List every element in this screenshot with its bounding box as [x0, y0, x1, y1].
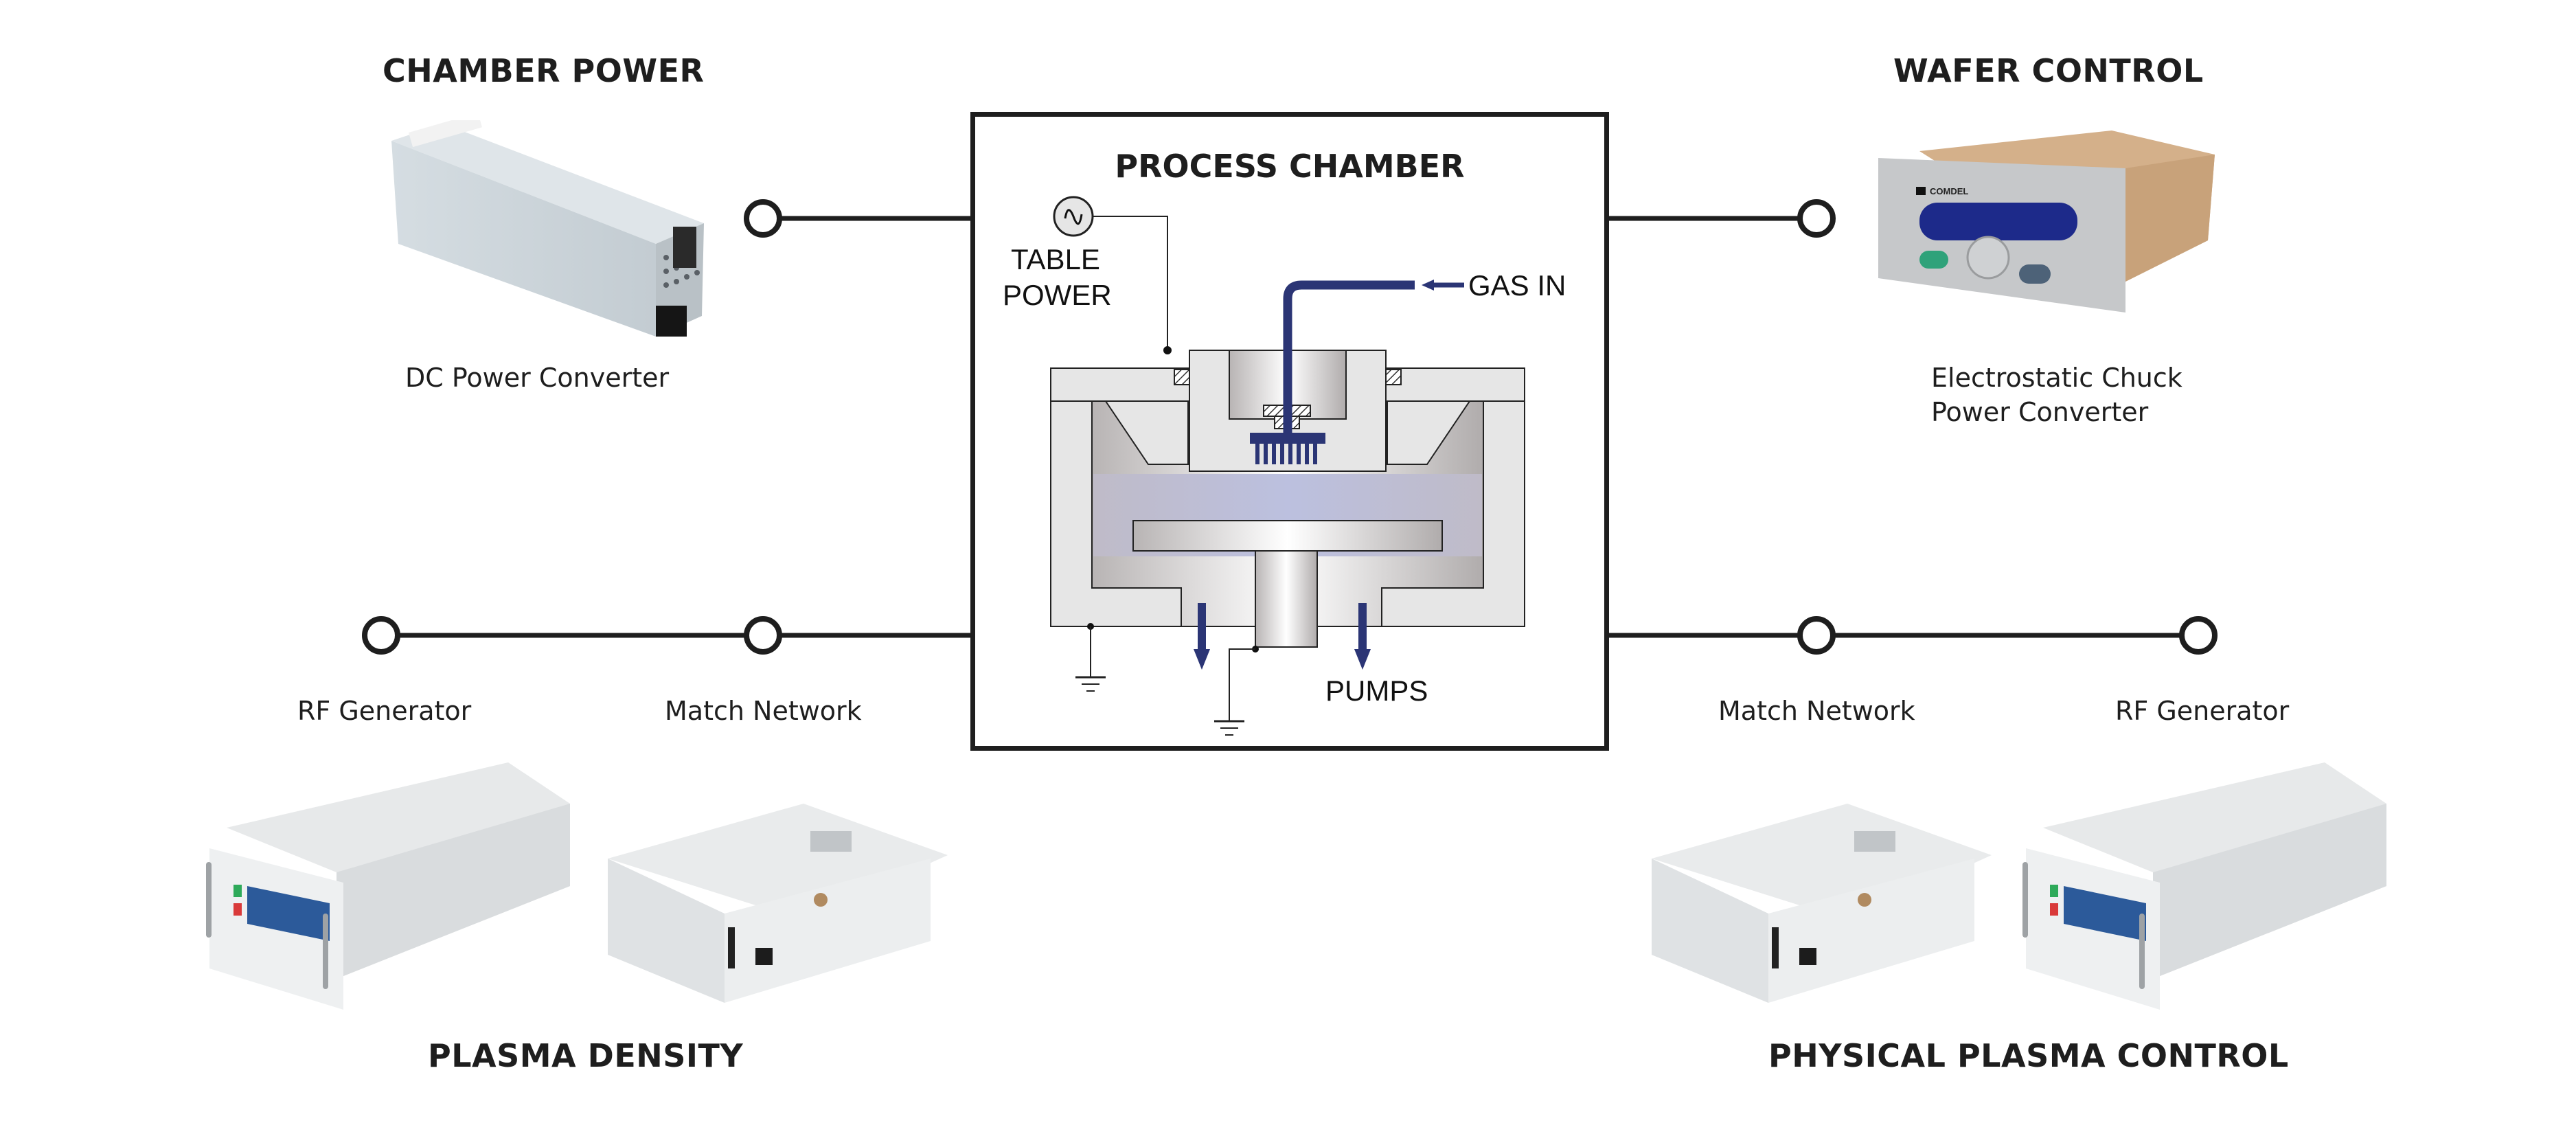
rf-generator-left-image — [206, 762, 570, 1010]
node-match-network-right[interactable] — [1797, 616, 1836, 655]
showerhead — [1250, 433, 1325, 444]
caption-match-network-right: Match Network — [1718, 696, 1915, 726]
gas-pipe — [1283, 280, 1415, 433]
esc-power-converter-image: COMDEL — [1878, 131, 2215, 313]
rf-display — [247, 886, 330, 941]
esc-brand-text: COMDEL — [1930, 186, 1968, 196]
match-vent — [810, 831, 852, 852]
caption-esc-line2: Power Converter — [1931, 397, 2149, 427]
pumps-label: PUMPS — [1325, 674, 1428, 707]
node-rf-generator-right[interactable] — [2179, 616, 2218, 655]
caption-esc-line1: Electrostatic Chuck — [1931, 363, 2182, 393]
rf-handle-left — [2022, 862, 2028, 938]
table-power-label-line1: TABLE — [1011, 243, 1100, 275]
node-match-network-left[interactable] — [744, 616, 782, 655]
esc-display — [1919, 203, 2077, 240]
node-wafer-control[interactable] — [1797, 199, 1836, 238]
rf-handle-right — [323, 914, 328, 989]
match-rf-connector — [814, 893, 828, 907]
title-physical-plasma-control: PHYSICAL PLASMA CONTROL — [1768, 1037, 2289, 1074]
gas-in-arrow — [1422, 280, 1464, 291]
rf-on-button[interactable] — [233, 885, 242, 897]
process-chamber-box: PROCESS CHAMBER — [970, 112, 1609, 751]
ground-symbols — [1075, 623, 1259, 736]
match-d-connector — [1772, 927, 1779, 968]
title-chamber-power: CHAMBER POWER — [383, 52, 705, 89]
process-chamber-title: PROCESS CHAMBER — [1115, 148, 1465, 185]
esc-skip-button[interactable] — [2019, 264, 2051, 284]
chamber-body — [1050, 367, 1525, 627]
showerhead-nozzles — [1255, 444, 1317, 464]
rf-handle-left — [206, 862, 212, 938]
rf-off-button[interactable] — [233, 903, 242, 916]
seal-right — [1385, 369, 1402, 385]
match-network-right-image — [1652, 804, 1992, 1003]
match-network-left-image — [608, 804, 948, 1003]
caption-dc-power-converter: DC Power Converter — [405, 363, 670, 393]
upper-electrode — [1174, 280, 1415, 472]
gas-in-label: GAS IN — [1468, 269, 1566, 302]
wafer-table — [1132, 520, 1443, 648]
process-chamber-schematic — [1050, 196, 1525, 736]
caption-rf-generator-left: RF Generator — [297, 696, 472, 726]
match-power-connector — [755, 948, 773, 965]
node-chamber-power[interactable] — [744, 199, 782, 238]
match-vent — [1854, 831, 1895, 852]
title-wafer-control: WAFER CONTROL — [1893, 52, 2204, 89]
rf-on-button[interactable] — [2050, 885, 2058, 897]
dc-power-converter-image — [391, 120, 704, 337]
node-rf-generator-left[interactable] — [362, 616, 400, 655]
esc-knob[interactable] — [1966, 236, 2010, 280]
rf-generator-right-image — [2022, 762, 2386, 1010]
table-power-label-line2: POWER — [1003, 279, 1112, 311]
esc-on-button[interactable] — [1919, 251, 1948, 269]
terminal-block-top — [673, 227, 696, 268]
table-power-source — [1053, 196, 1172, 354]
match-d-connector — [728, 927, 735, 968]
match-power-connector — [1799, 948, 1816, 965]
match-rf-connector — [1858, 893, 1871, 907]
rf-off-button[interactable] — [2050, 903, 2058, 916]
pump-arrows — [1194, 603, 1371, 670]
caption-match-network-left: Match Network — [665, 696, 862, 726]
caption-rf-generator-right: RF Generator — [2115, 696, 2290, 726]
rf-display — [2064, 886, 2146, 941]
terminal-block-bottom — [656, 306, 687, 337]
xp-logo — [1916, 187, 1926, 195]
rf-handle-right — [2139, 914, 2145, 989]
product-label — [409, 120, 482, 148]
seal-left — [1174, 369, 1190, 385]
title-plasma-density: PLASMA DENSITY — [428, 1037, 744, 1074]
